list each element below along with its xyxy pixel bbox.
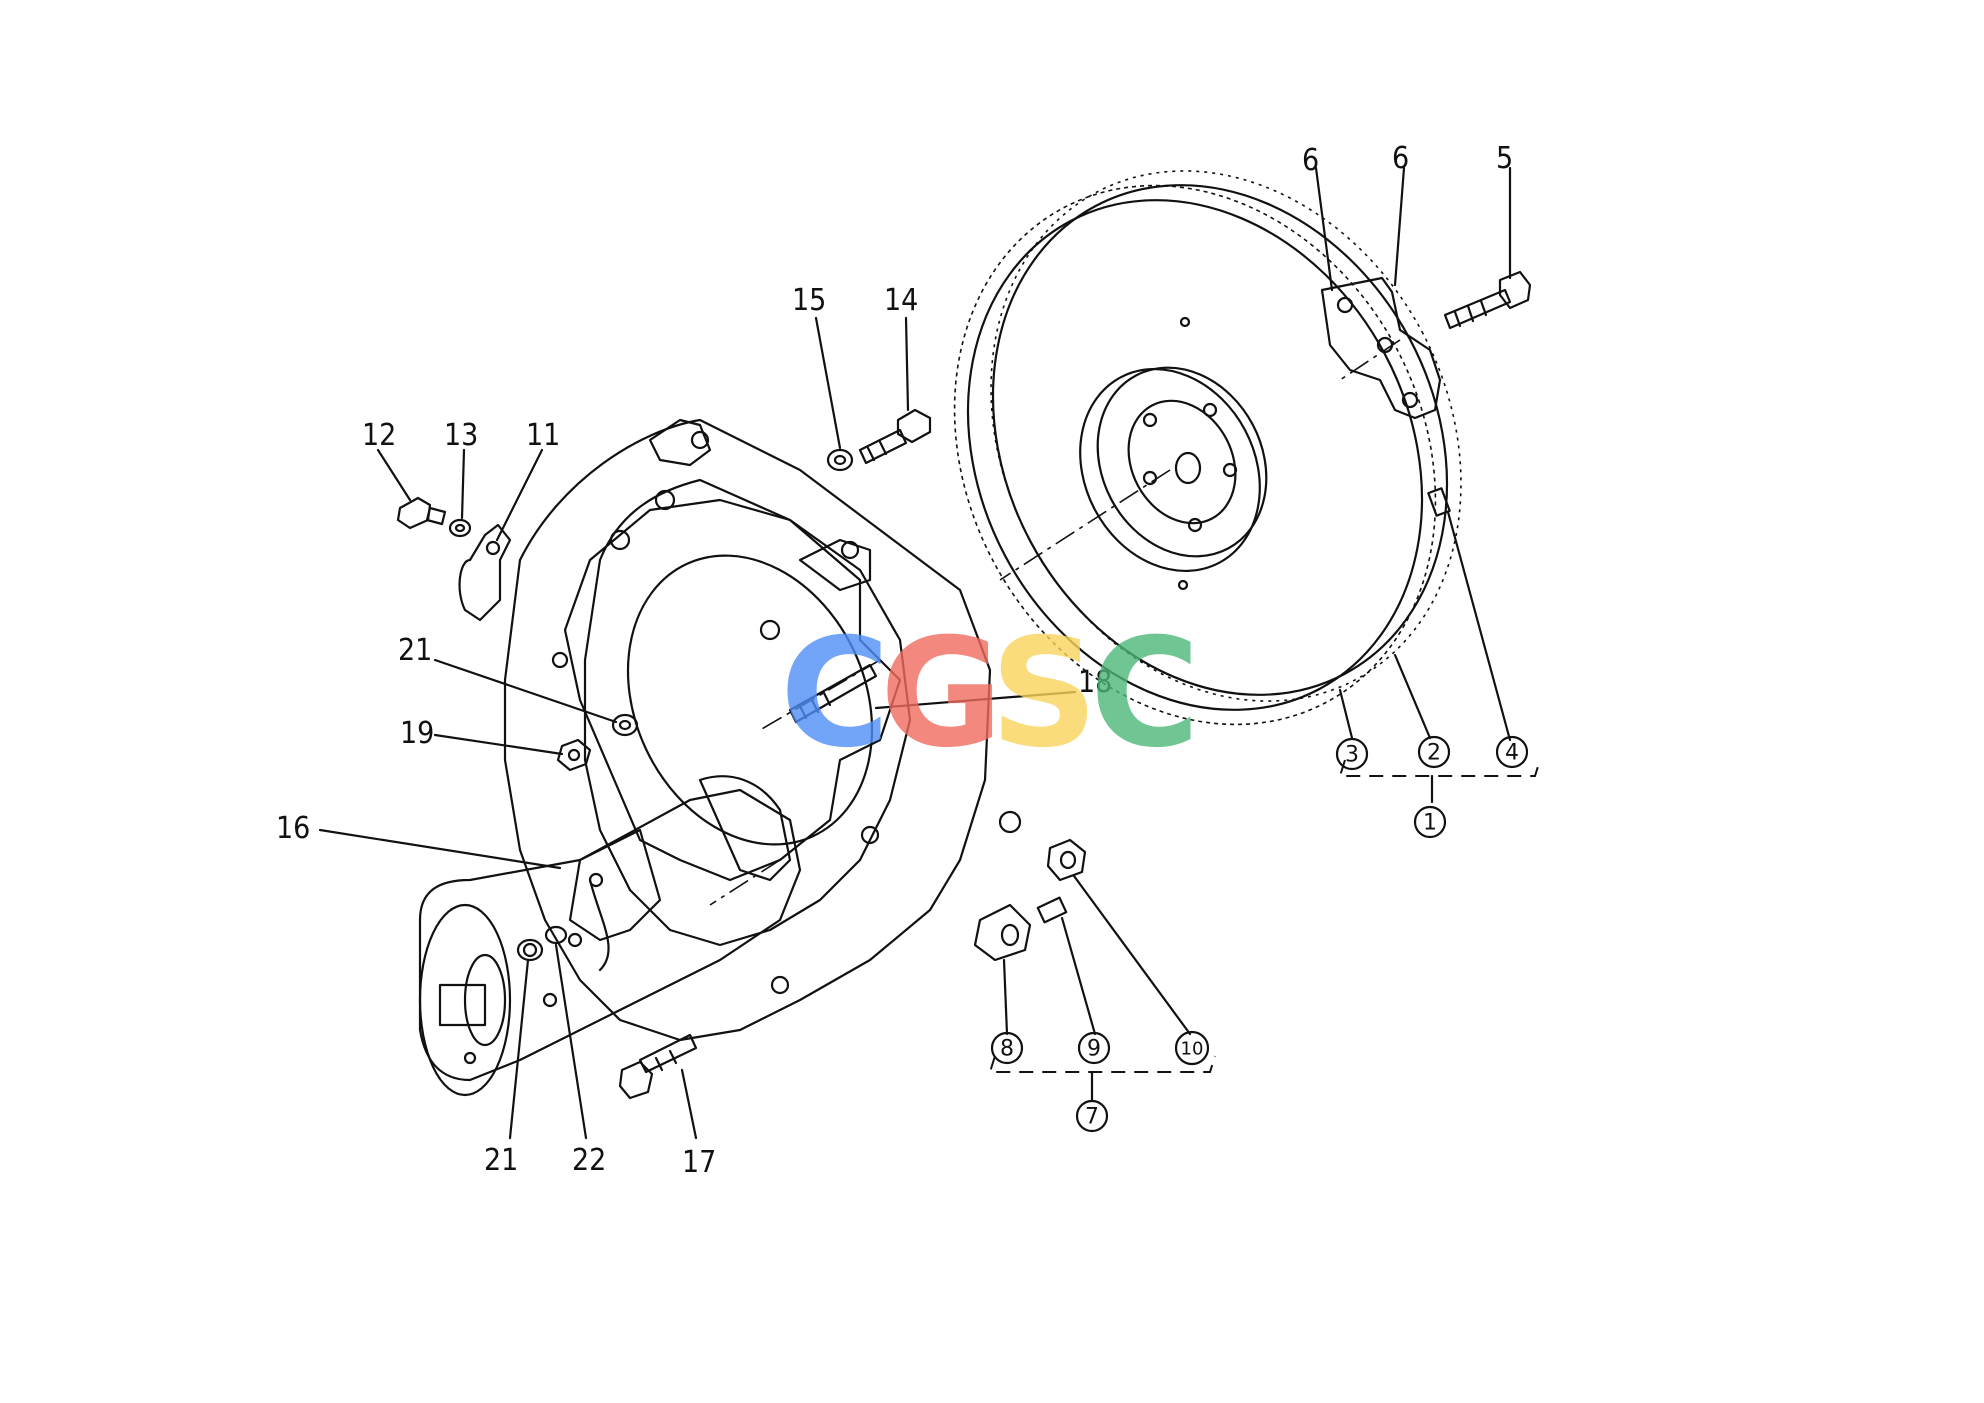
nut — [556, 738, 592, 772]
housing-washer-top — [826, 448, 854, 472]
sleeve-right — [1046, 838, 1087, 882]
flywheel-housing — [503, 418, 1022, 1042]
callout-7: 7 — [1075, 1099, 1109, 1133]
dowel-pin — [1427, 487, 1451, 517]
washer-lower — [516, 938, 544, 962]
flywheel — [953, 170, 1462, 726]
leader-lines — [318, 166, 1512, 1140]
callout-2: 2 — [1417, 735, 1451, 769]
watermark-letter-c1: C — [780, 607, 890, 781]
callout-5: 5 — [1496, 141, 1513, 176]
svg-text:2: 2 — [1427, 741, 1441, 766]
washer-22 — [544, 925, 568, 945]
callout-13: 13 — [444, 418, 478, 453]
bracket — [458, 523, 512, 622]
callout-6b: 6 — [1392, 141, 1409, 176]
svg-text:9: 9 — [1087, 1037, 1101, 1062]
callout-19: 19 — [400, 716, 434, 751]
washer-upper — [611, 713, 639, 737]
watermark-letter-s: S — [990, 607, 1098, 781]
starter-bolt — [618, 1033, 698, 1100]
svg-text:7: 7 — [1085, 1105, 1099, 1130]
callout-15: 15 — [792, 283, 826, 318]
callout-16: 16 — [276, 811, 310, 846]
callout-1: 1 — [1413, 805, 1447, 839]
callout-10: 10 — [1174, 1030, 1210, 1066]
svg-text:4: 4 — [1505, 741, 1519, 766]
stud — [788, 663, 878, 724]
callout-12: 12 — [362, 418, 396, 453]
callout-11: 11 — [526, 418, 560, 453]
callout-6a: 6 — [1302, 143, 1319, 178]
svg-text:8: 8 — [1000, 1037, 1014, 1062]
callout-17: 17 — [682, 1145, 716, 1180]
starter-motor — [418, 775, 802, 1097]
watermark-letter-c2: C — [1090, 607, 1200, 781]
callout-9: 9 — [1077, 1031, 1111, 1065]
callout-3: 3 — [1335, 737, 1369, 771]
callout-4: 4 — [1495, 735, 1529, 769]
callout-21-upper: 21 — [398, 633, 432, 668]
callout-21-lower: 21 — [484, 1143, 518, 1178]
bracket-washer — [448, 518, 472, 538]
callout-18: 18 — [1078, 665, 1112, 700]
housing-bolt-top — [858, 408, 932, 465]
svg-text:10: 10 — [1181, 1039, 1204, 1060]
callout-8: 8 — [990, 1031, 1024, 1065]
bracket-bolt — [396, 496, 447, 530]
sleeve-pin — [1036, 896, 1068, 924]
callout-14: 14 — [884, 283, 918, 318]
watermark-letter-g: G — [880, 607, 1003, 781]
svg-text:3: 3 — [1345, 743, 1359, 768]
svg-text:1: 1 — [1423, 811, 1437, 836]
flywheel-bolt — [1443, 270, 1532, 330]
sleeve-left — [973, 903, 1032, 962]
callout-22: 22 — [572, 1143, 606, 1178]
group-bracket-flywheel — [1338, 759, 1541, 804]
group-bracket-sleeves — [988, 1055, 1216, 1102]
watermark-logo: C G S C — [780, 607, 1200, 781]
